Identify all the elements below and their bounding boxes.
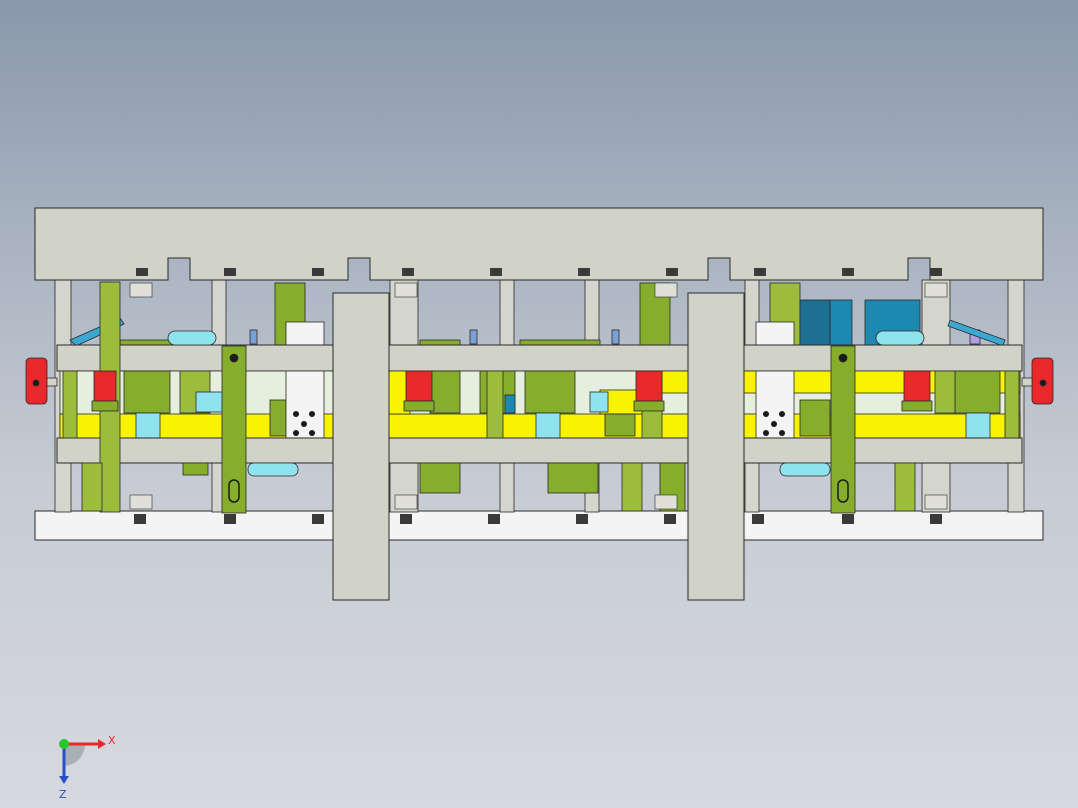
die-inserts	[69, 282, 1006, 351]
z-axis-arrow-icon	[59, 776, 69, 784]
z-axis-label: Z	[59, 788, 67, 800]
upper-clamp-plate[interactable]	[34, 207, 1044, 281]
axis-triad[interactable]: X Z	[40, 720, 130, 800]
die-pad-right	[779, 462, 831, 477]
lifter-arms[interactable]	[221, 345, 856, 514]
red-springs	[91, 370, 933, 412]
die-pad-left	[247, 462, 299, 477]
pillar-caps	[129, 282, 948, 510]
die-plate[interactable]	[56, 437, 1023, 464]
triad-shadow	[64, 744, 86, 766]
guide-block-right[interactable]	[687, 292, 745, 601]
side-cylinders[interactable]	[25, 357, 1054, 405]
stripper-plate[interactable]	[56, 344, 1023, 372]
top-bolts	[136, 268, 942, 276]
lower-base-plate[interactable]	[34, 510, 1044, 541]
x-axis-label: X	[108, 734, 116, 747]
coil-springs	[135, 412, 991, 439]
base-bolts	[134, 514, 942, 524]
guide-block-left[interactable]	[332, 292, 390, 601]
x-axis-arrow-icon	[98, 739, 106, 749]
stripper-pad-left	[167, 330, 217, 346]
stripper-pad-right	[875, 330, 925, 346]
y-axis-dot-icon	[59, 739, 69, 749]
strip-layout	[59, 370, 1021, 439]
lower-inserts	[182, 462, 686, 512]
insert-holes	[293, 411, 785, 436]
